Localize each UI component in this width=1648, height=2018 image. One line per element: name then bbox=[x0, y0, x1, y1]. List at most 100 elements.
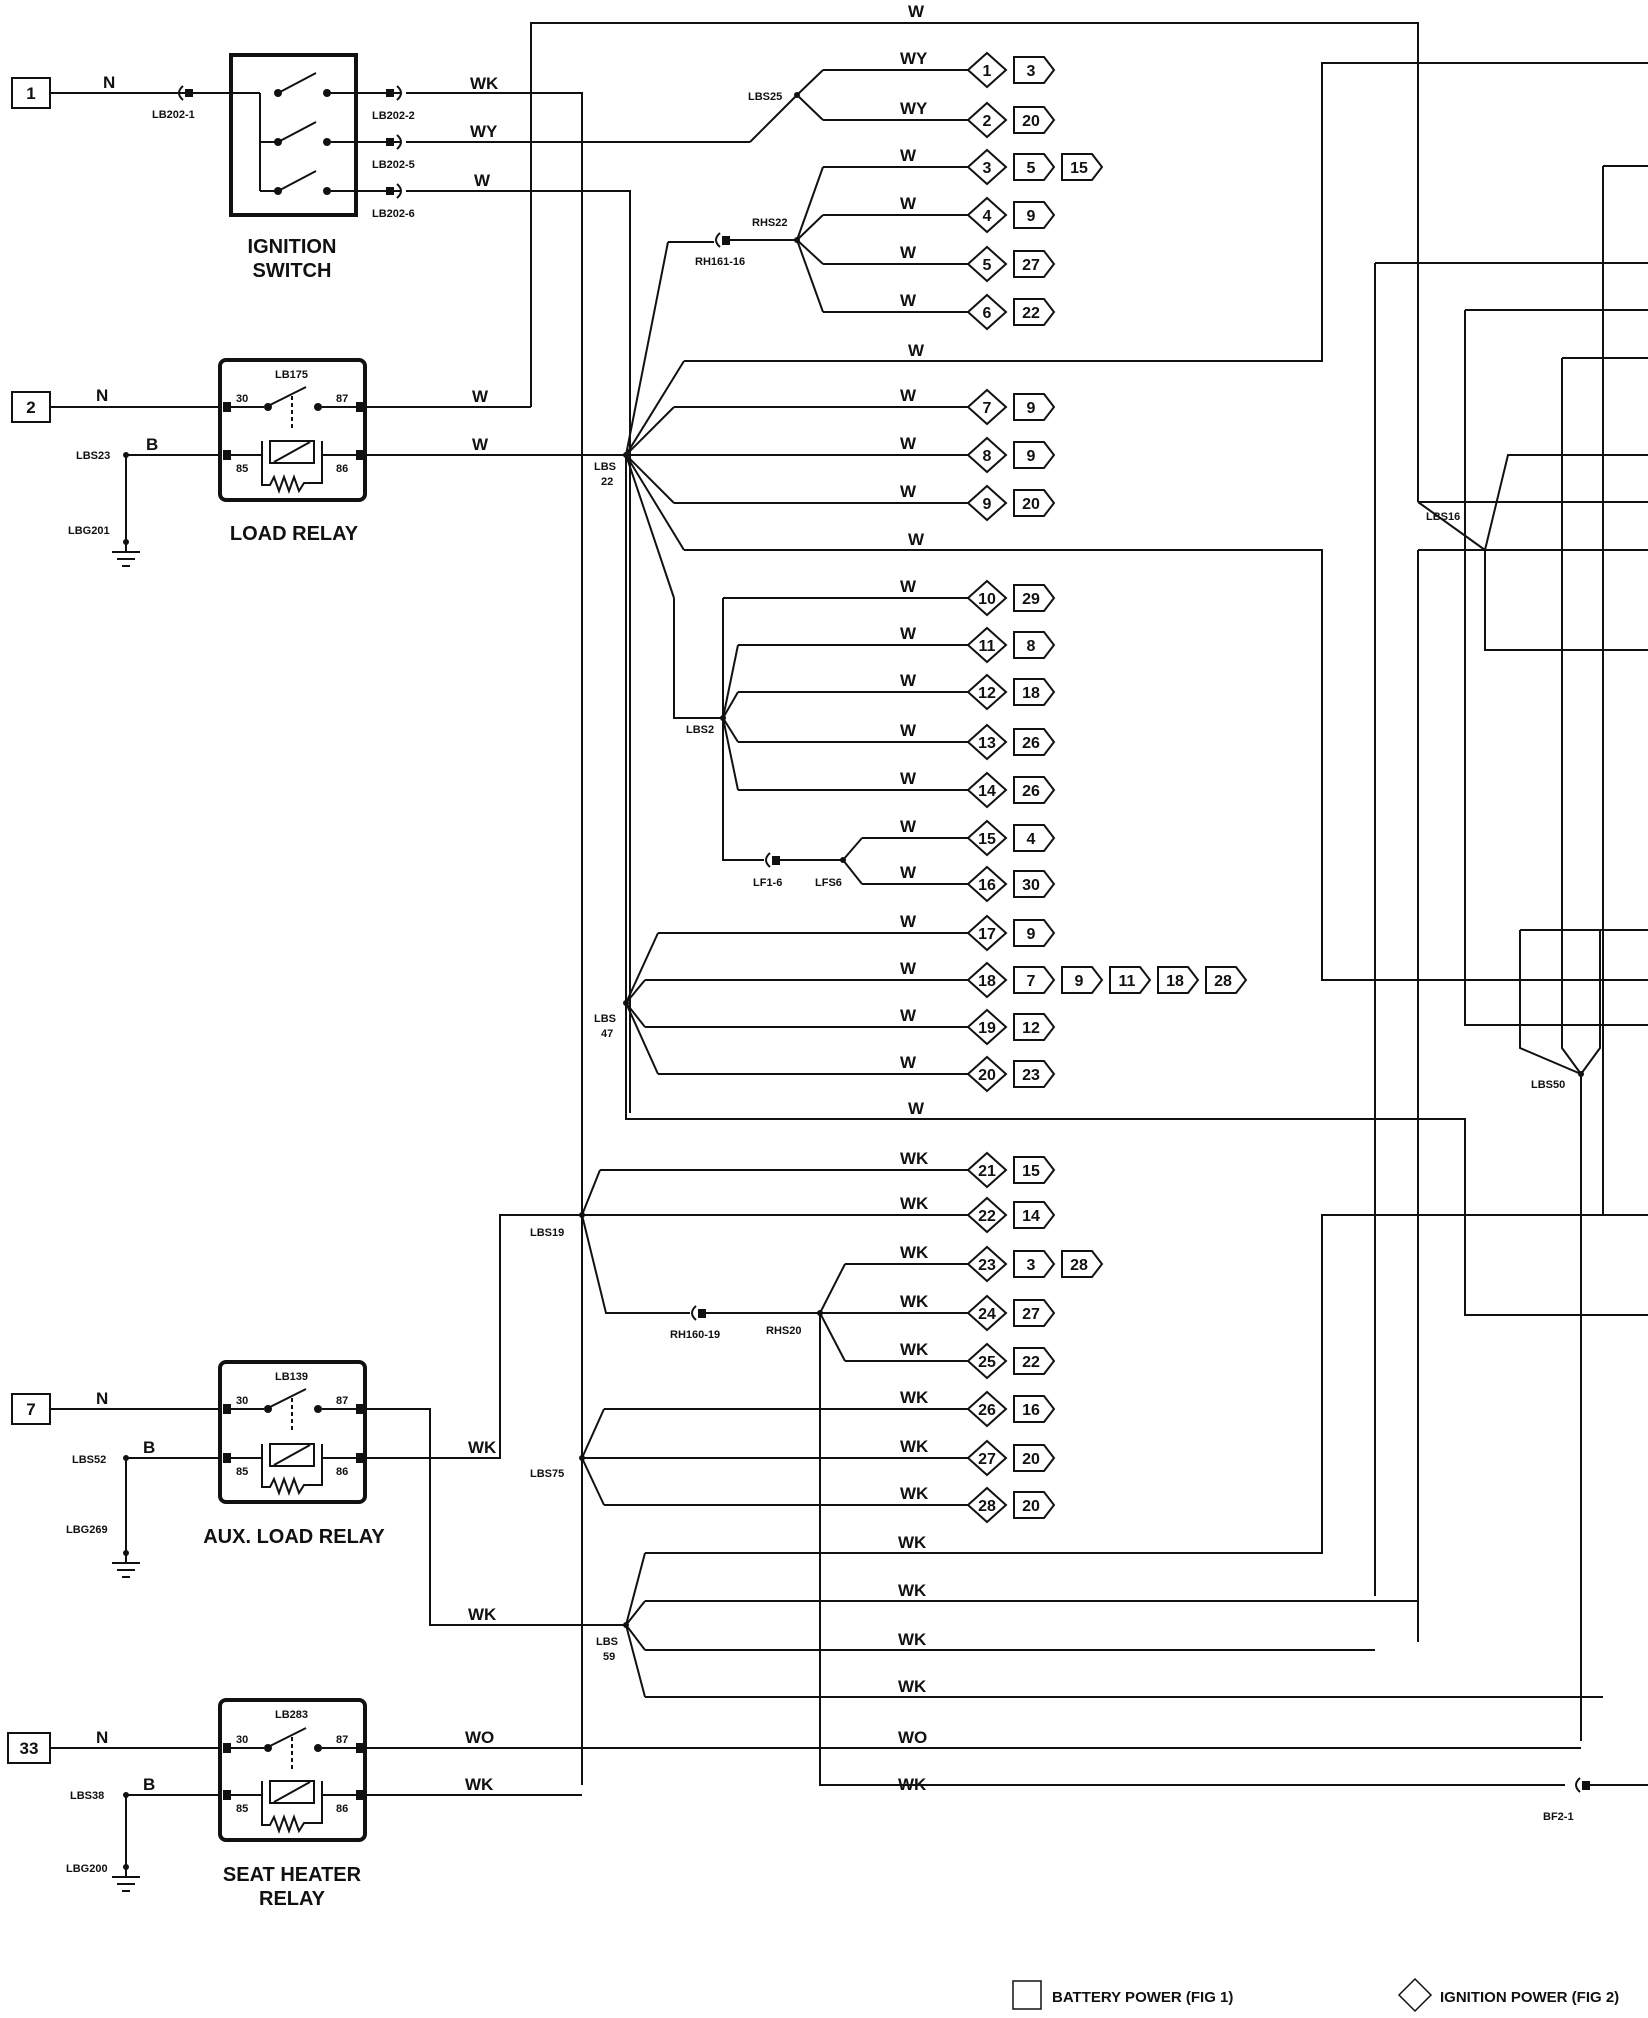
battery-ref-tag-icon bbox=[1013, 1156, 1056, 1184]
pin-label: 30 bbox=[236, 1395, 248, 1407]
wire-label: W bbox=[900, 243, 917, 262]
wire-label: WK bbox=[900, 1484, 929, 1503]
battery-ref-number: 28 bbox=[1214, 973, 1232, 990]
battery-ref-tag-icon bbox=[1013, 1250, 1056, 1278]
battery-ref-number: 29 bbox=[1022, 591, 1040, 608]
battery-power-box-icon bbox=[1012, 1980, 1042, 2010]
ignition-ref-number: 21 bbox=[978, 1163, 996, 1180]
legend: BATTERY POWER (FIG 1) IGNITION POWER (FI… bbox=[1012, 1977, 1619, 2013]
ignition-diamond-icon bbox=[966, 1390, 1008, 1428]
battery-ref-tag-icon bbox=[1013, 584, 1056, 612]
battery-ref-number: 20 bbox=[1022, 113, 1040, 130]
splice-label: 22 bbox=[601, 476, 613, 488]
ignition-ref-number: 11 bbox=[979, 638, 996, 655]
splice-label: 47 bbox=[601, 1028, 613, 1040]
wire-label: W bbox=[900, 386, 917, 405]
battery-ref-number: 3 bbox=[1027, 63, 1036, 80]
battery-ref-number: 9 bbox=[1027, 208, 1036, 225]
component-label: RELAY bbox=[259, 1888, 326, 1910]
splice-label: LBS25 bbox=[748, 91, 782, 103]
splice-label: LBS16 bbox=[1426, 511, 1460, 523]
splice-dots bbox=[123, 92, 1584, 1870]
battery-ref-number: 9 bbox=[1075, 973, 1084, 990]
splice-label: LBS75 bbox=[530, 1468, 564, 1480]
wire-label: N bbox=[96, 1389, 108, 1408]
battery-ref-number: 14 bbox=[1022, 1208, 1040, 1225]
wire-label: N bbox=[96, 386, 108, 405]
ignition-diamond-icon bbox=[966, 1196, 1008, 1234]
wire-label: W bbox=[900, 863, 917, 882]
battery-ref-tag-icon bbox=[1013, 728, 1056, 756]
ignition-diamond-icon bbox=[966, 101, 1008, 139]
ignition-diamond-icon bbox=[966, 723, 1008, 761]
wire-label: WK bbox=[468, 1438, 497, 1457]
ignition-ref-number: 3 bbox=[983, 160, 992, 177]
wire-label: B bbox=[143, 1438, 155, 1457]
ignition-ref-number: 9 bbox=[983, 496, 992, 513]
wire-label: W bbox=[908, 2, 925, 21]
ignition-diamond-icon bbox=[966, 1439, 1008, 1477]
input-box-33: 33 bbox=[7, 1732, 51, 1764]
ignition-ref-number: 22 bbox=[978, 1208, 996, 1225]
wire-label: WK bbox=[468, 1605, 497, 1624]
ignition-diamond-icon bbox=[966, 1342, 1008, 1380]
battery-ref-number: 22 bbox=[1022, 305, 1040, 322]
ignition-diamond-icon bbox=[966, 1245, 1008, 1283]
pin-label: 86 bbox=[336, 1803, 348, 1815]
seat-heater-relay: LB283 30 87 85 86 SEAT HEATER RELAY bbox=[218, 1698, 367, 1910]
wire-label: WK bbox=[898, 1677, 927, 1696]
ground-label: LBG201 bbox=[68, 525, 110, 537]
battery-ref-tag-icon bbox=[1157, 966, 1200, 994]
component-label: AUX. LOAD RELAY bbox=[203, 1526, 385, 1548]
ignition-ref-number: 13 bbox=[978, 735, 996, 752]
wire-label: WK bbox=[900, 1149, 929, 1168]
battery-ref-tag-icon bbox=[1013, 1299, 1056, 1327]
battery-ref-tag-icon bbox=[1013, 870, 1056, 898]
wire-label: WK bbox=[898, 1581, 927, 1600]
battery-ref-number: 7 bbox=[1027, 973, 1036, 990]
ignition-diamond-icon bbox=[966, 865, 1008, 903]
ignition-diamond-icon bbox=[966, 1486, 1008, 1524]
wire-label: WY bbox=[470, 122, 498, 141]
wire-label: W bbox=[900, 817, 917, 836]
ignition-ref-number: 7 bbox=[983, 400, 992, 417]
input-number: 2 bbox=[26, 398, 35, 417]
battery-ref-number: 5 bbox=[1027, 160, 1036, 177]
battery-ref-tag-icon bbox=[1013, 56, 1056, 84]
battery-ref-tag-icon bbox=[1013, 106, 1056, 134]
battery-ref-tag-icon bbox=[1013, 1491, 1056, 1519]
battery-ref-tag-icon bbox=[1013, 489, 1056, 517]
splice-label: LBS2 bbox=[686, 724, 714, 736]
splice-label: LBS19 bbox=[530, 1227, 564, 1239]
ignition-ref-number: 27 bbox=[978, 1451, 996, 1468]
ignition-ref-number: 1 bbox=[983, 63, 992, 80]
ignition-ref-number: 28 bbox=[978, 1498, 996, 1515]
ignition-diamond-icon bbox=[966, 1055, 1008, 1093]
wire-label: N bbox=[103, 73, 115, 92]
inline-connectors bbox=[691, 232, 1590, 1793]
ignition-ref-number: 19 bbox=[978, 1020, 996, 1037]
connector-label: RH161-16 bbox=[695, 256, 745, 268]
battery-ref-number: 11 bbox=[1119, 973, 1136, 990]
ignition-diamond-icon bbox=[966, 1294, 1008, 1332]
component-label: SWITCH bbox=[253, 260, 332, 282]
ignition-diamond-icon bbox=[966, 148, 1008, 186]
battery-ref-number: 12 bbox=[1022, 1020, 1040, 1037]
ignition-diamond-icon bbox=[966, 579, 1008, 617]
input-box-2: 2 bbox=[11, 391, 51, 423]
wire-label: WK bbox=[898, 1533, 927, 1552]
ignition-ref-number: 15 bbox=[978, 831, 996, 848]
battery-ref-tag-icon bbox=[1013, 1201, 1056, 1229]
pin-label: 30 bbox=[236, 1734, 248, 1746]
ignition-ref-number: 14 bbox=[978, 783, 996, 800]
wire-label: WK bbox=[465, 1775, 494, 1794]
